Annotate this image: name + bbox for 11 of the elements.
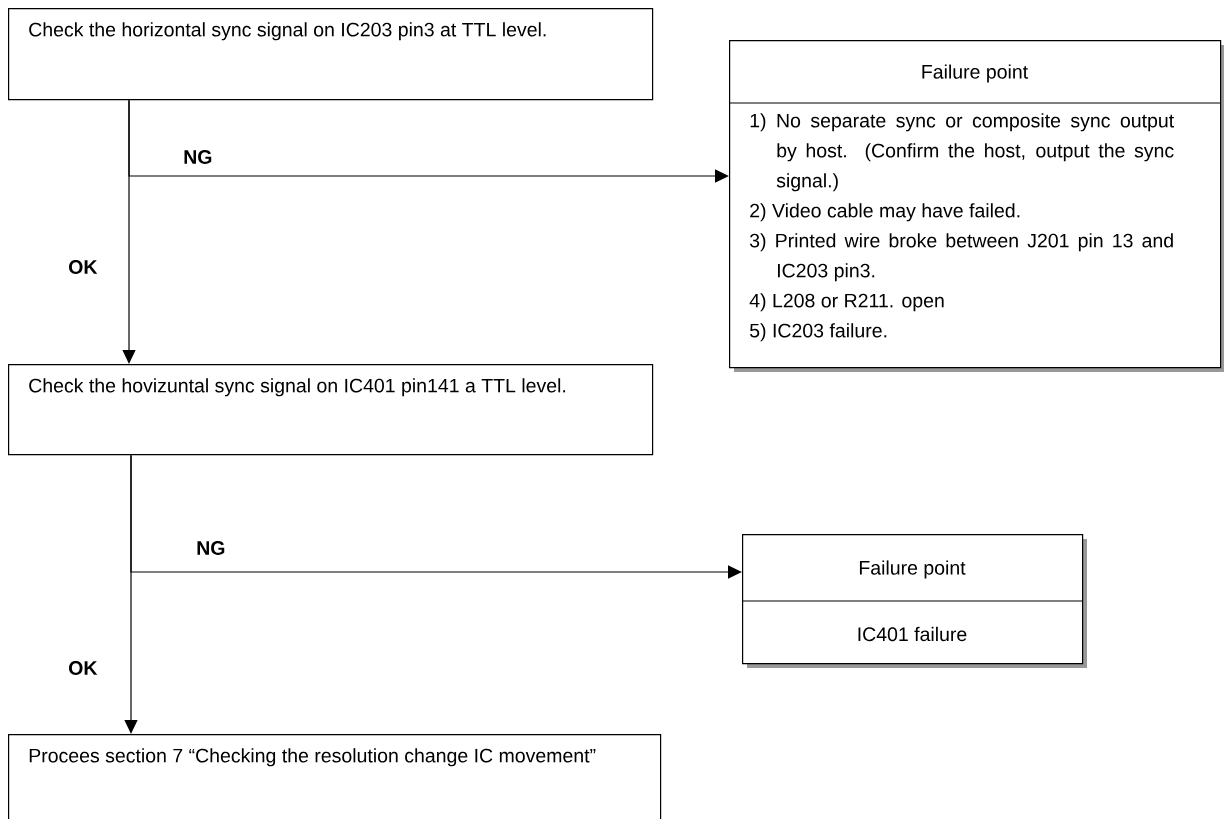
edge-label: OK <box>69 661 98 675</box>
failure-box: Failure point 1) No separate sync or composite sync output by host. (Confirm the host, output the sync signal.) 2) Video cable may have failed. 3) Printed wire broke between J201 pin 13 and IC203 pin3. 4) L208 or R211. open 5) IC203 failure. <box>728 40 1224 372</box>
edge-label: NG <box>197 541 225 555</box>
edge-label: NG <box>184 150 212 164</box>
process-box: Procees section 7 “Checking the resolution change IC movement” <box>8 734 662 819</box>
process-box: Check the hovizuntal sync signal on IC401 pin141 a TTL level. <box>8 364 654 456</box>
edge-label: OK <box>69 260 98 274</box>
process-box: Check the horizontal sync signal on IC203 pin3 at TTL level. <box>8 8 654 101</box>
arrow <box>130 454 742 579</box>
failure-box: Failure point IC401 failure <box>741 534 1087 668</box>
arrow <box>128 99 729 183</box>
